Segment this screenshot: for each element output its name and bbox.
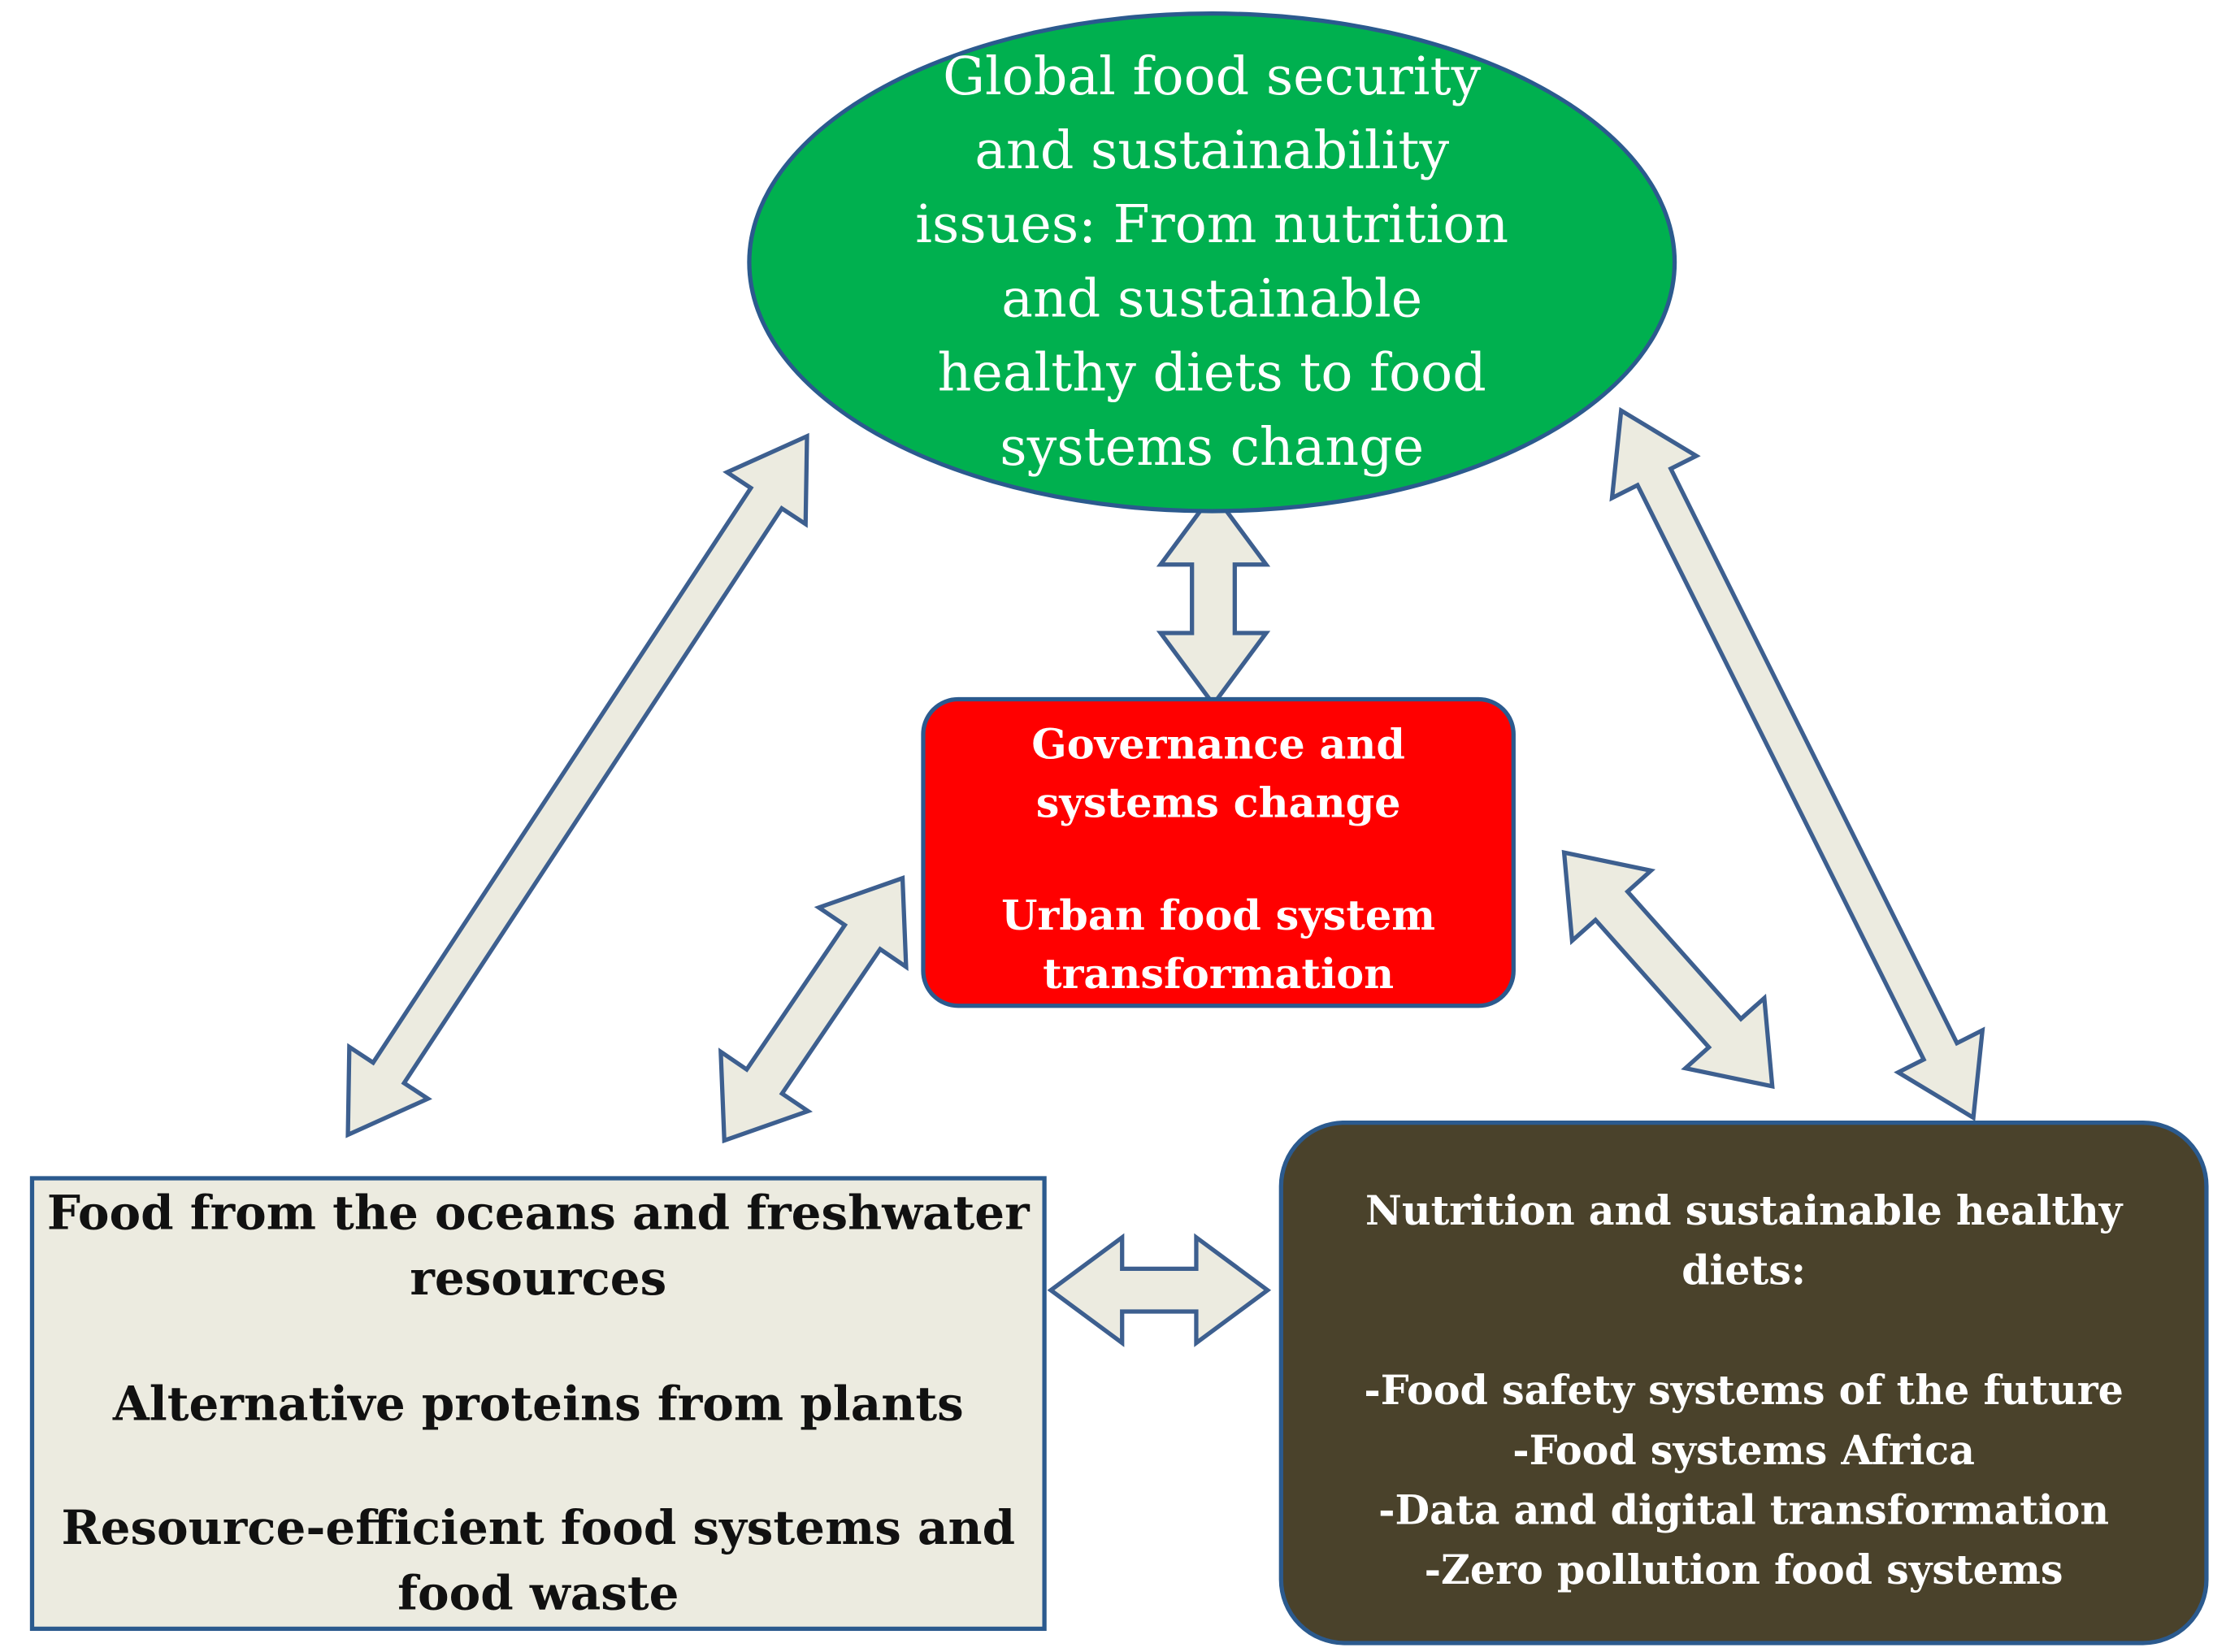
left-node-line: food waste [397, 1565, 679, 1621]
center-node-line: transformation [1043, 949, 1395, 999]
center-node-line: Governance and [1031, 719, 1405, 769]
center-node-line: Urban food system [1001, 891, 1436, 940]
left-node-line: Alternative proteins from plants [112, 1375, 964, 1431]
double-arrow-top-left [345, 432, 809, 1138]
top-node-line: healthy diets to food [937, 342, 1486, 404]
right-node-title: diets: [1681, 1247, 1807, 1294]
right-node-item: -Food systems Africa [1512, 1427, 1976, 1475]
double-arrow-center-right [1561, 849, 1775, 1090]
double-arrow-top-center [1156, 489, 1271, 709]
node-global-food-security: Global food security and sustainability … [747, 11, 1677, 514]
double-arrow-left-right [1047, 1233, 1272, 1347]
left-node-line: Resource-efficient food systems and [61, 1499, 1016, 1556]
node-governance: Governance and systems change Urban food… [921, 696, 1516, 1008]
left-node-line: Food from the oceans and freshwater [46, 1184, 1030, 1241]
double-arrow-center-left [718, 875, 909, 1144]
right-node-title: Nutrition and sustainable healthy [1365, 1187, 2123, 1235]
right-node-item: -Zero pollution food systems [1424, 1546, 2063, 1594]
top-node-line: and sustainability [974, 119, 1450, 181]
top-node-line: Global food security [943, 46, 1482, 107]
top-node-line: issues: From nutrition [915, 193, 1509, 256]
node-nutrition-diets: Nutrition and sustainable healthy diets:… [1278, 1120, 2209, 1645]
top-node-line: and sustainable [1001, 267, 1423, 330]
node-food-resources: Food from the oceans and freshwater reso… [29, 1176, 1047, 1632]
left-node-line: resources [410, 1250, 667, 1307]
top-node-line: systems change [1000, 416, 1425, 478]
center-node-line: systems change [1035, 778, 1401, 827]
right-node-item: -Data and digital transformation [1378, 1486, 2110, 1534]
right-node-item: -Food safety systems of the future [1364, 1367, 2124, 1415]
double-arrow-top-right [1609, 406, 1985, 1121]
